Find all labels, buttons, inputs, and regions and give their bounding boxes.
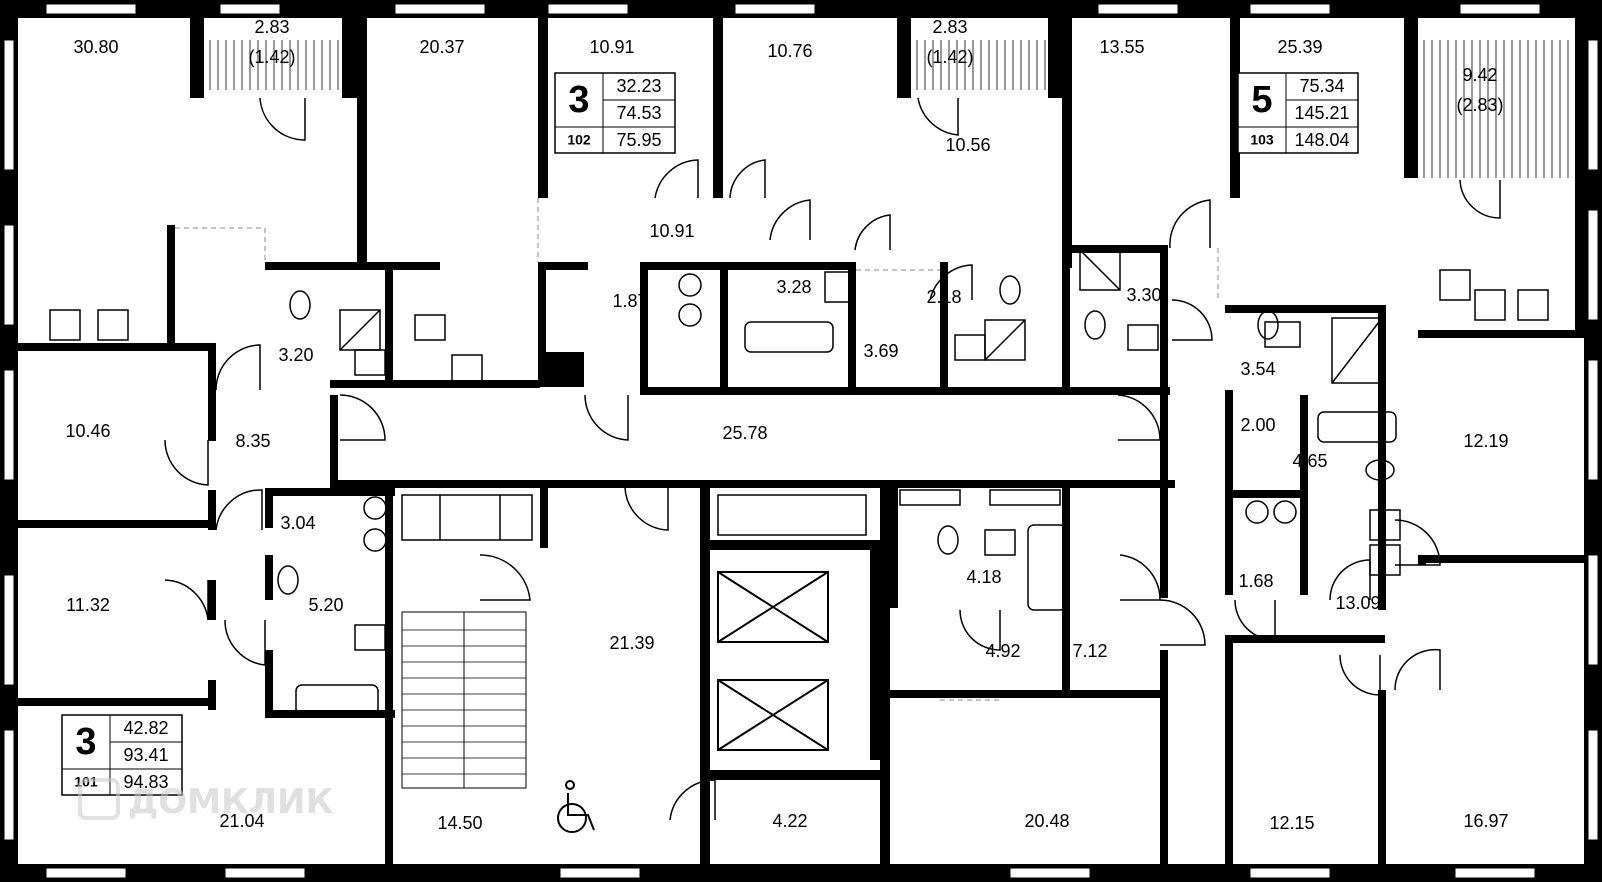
room-area-label: 1.87	[612, 291, 647, 311]
stair-steps	[402, 629, 526, 775]
apartment-area-value: 145.21	[1294, 103, 1349, 123]
room-area-label: (1.42)	[248, 47, 295, 67]
room-area-label: 10.76	[767, 41, 812, 61]
room-area-label: 12.15	[1269, 813, 1314, 833]
room-area-label: 3.28	[776, 277, 811, 297]
room-area-label: 5.20	[308, 595, 343, 615]
room-area-label: 1.68	[1238, 571, 1273, 591]
wheelchair-icon	[557, 780, 595, 833]
openings	[175, 198, 1219, 701]
staircase	[401, 611, 527, 789]
room-area-label: 21.39	[609, 633, 654, 653]
apartment-rooms-count: 3	[75, 721, 96, 763]
windows	[3, 3, 1599, 879]
room-area-label: 20.37	[419, 37, 464, 57]
apartment-badge: 5 103 75.34 145.21 148.04	[1237, 72, 1359, 154]
room-area-label: 14.50	[437, 813, 482, 833]
room-area-label: 10.46	[65, 421, 110, 441]
watermark-text: ДОМКЛИК	[128, 782, 334, 822]
apartment-area-value: 75.95	[616, 130, 661, 150]
room-area-label: 30.80	[73, 37, 118, 57]
room-area-label: 13.09	[1335, 593, 1380, 613]
room-area-label: 8.35	[235, 431, 270, 451]
apartment-rooms-count: 3	[568, 79, 589, 121]
apartment-area-value: 32.23	[616, 76, 661, 96]
room-area-label: 4.22	[772, 811, 807, 831]
room-area-label: 25.78	[722, 423, 767, 443]
room-area-label: 7.12	[1072, 641, 1107, 661]
door-swings	[164, 97, 1501, 821]
room-area-label: 2.18	[926, 287, 961, 307]
room-area-label: 3.04	[280, 513, 315, 533]
room-area-label: 10.91	[649, 221, 694, 241]
room-area-label: 3.69	[863, 341, 898, 361]
room-area-label: 4.18	[966, 567, 1001, 587]
room-area-label: 3.20	[278, 345, 313, 365]
apartment-area-value: 148.04	[1294, 130, 1349, 150]
apartment-number: 102	[567, 132, 591, 148]
apartment-area-value: 74.53	[616, 103, 661, 123]
sanitary-fixtures	[49, 249, 1549, 716]
apartment-rooms-count: 5	[1251, 79, 1272, 121]
apartment-number: 103	[1250, 132, 1274, 148]
balcony-hatching	[209, 40, 1577, 178]
apartment-badge: 3 102 32.23 74.53 75.95	[554, 72, 676, 154]
storage-units	[401, 489, 1061, 541]
room-area-label: (2.83)	[1456, 95, 1503, 115]
room-area-label: 25.39	[1277, 37, 1322, 57]
watermark: ДОМКЛИК	[78, 778, 334, 822]
interior-walls	[18, 18, 1584, 864]
room-labels: 30.80 2.83 (1.42) 20.37 10.91 10.76 2.83 (1.42)…	[65, 17, 1508, 833]
room-area-label: 4.92	[985, 641, 1020, 661]
elevator-shafts	[717, 571, 829, 751]
room-area-label: 9.42	[1462, 65, 1497, 85]
room-area-label: 2.00	[1240, 415, 1275, 435]
room-area-label: 3.30	[1126, 285, 1161, 305]
apartment-area-value: 42.82	[123, 718, 168, 738]
room-area-label: 3.54	[1240, 359, 1275, 379]
room-area-label: 11.32	[66, 595, 110, 615]
room-area-label: (1.42)	[926, 47, 973, 67]
apartment-area-value: 75.34	[1299, 76, 1344, 96]
room-area-label: 13.55	[1099, 37, 1144, 57]
room-area-label: 2.83	[932, 17, 967, 37]
room-area-label: 12.19	[1463, 431, 1508, 451]
room-area-label: 10.56	[945, 135, 990, 155]
apartment-area-value: 93.41	[123, 745, 168, 765]
room-area-label: 2.83	[254, 17, 289, 37]
apartment-area-value: 94.83	[123, 772, 168, 792]
room-area-label: 10.91	[589, 37, 634, 57]
room-area-label: 4.65	[1292, 451, 1327, 471]
room-area-label: 21.04	[219, 811, 264, 831]
room-area-label: 20.48	[1024, 811, 1069, 831]
apartment-badges: 310142.8293.4194.83310232.2374.5375.9551…	[61, 72, 1359, 796]
room-area-label: 16.97	[1463, 811, 1508, 831]
